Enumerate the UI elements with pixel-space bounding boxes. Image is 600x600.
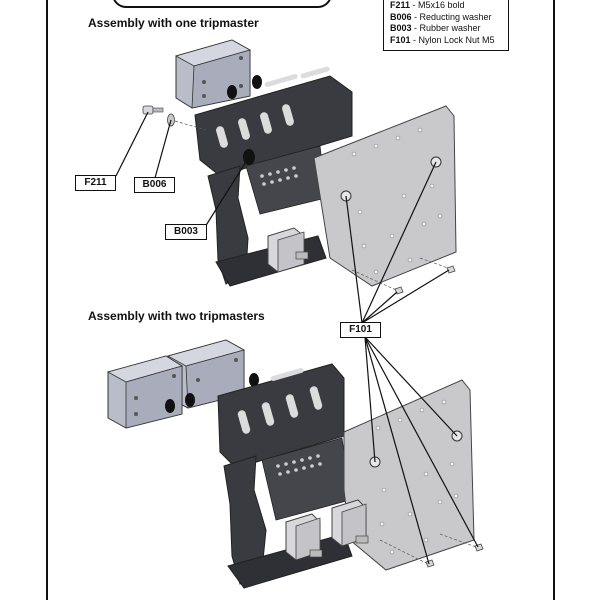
leader-lines-top [115,111,450,324]
two-tripmasters-assembly [106,339,484,589]
bar-clamp [267,227,309,273]
heading-two-tripmasters: Assembly with two tripmasters [88,309,265,323]
callout-f101: F101 [340,322,381,338]
legend-item: B006 - Reducting washer [390,11,492,22]
leader-lines-bottom [364,336,479,565]
heading-one-tripmaster: Assembly with one tripmaster [88,16,259,30]
mounting-plate-light [343,379,475,571]
bolt-f211 [142,105,164,115]
rubber-washer [227,85,237,99]
callout-f211: F211 [75,175,116,191]
bar-clamp [285,513,323,561]
tripmaster-device [166,339,246,409]
parts-legend: F211 - M5x16 bold B006 - Reducting washe… [383,0,509,51]
callout-b006: B006 [134,177,175,193]
rubber-washer [185,393,195,407]
mounting-bracket-dark [194,66,353,287]
legend-item: F101 - Nylon Lock Nut M5 [390,34,495,45]
callout-b003: B003 [165,224,207,240]
mounting-bracket-dark [217,363,353,589]
rubber-washer [165,399,175,413]
page-border-left [46,0,48,600]
nut-f101 [474,543,484,552]
nut-f101 [446,265,456,274]
page-border-right [553,0,555,600]
bar-clamp [331,499,369,547]
one-tripmaster-assembly [142,39,457,295]
tripmaster-device [174,39,252,109]
rubber-washer [249,373,259,387]
rubber-washer [252,75,262,89]
legend-item: B003 - Rubber washer [390,23,481,33]
tripmaster-device [106,355,183,429]
legend-item: F211 - M5x16 bold [390,0,465,10]
